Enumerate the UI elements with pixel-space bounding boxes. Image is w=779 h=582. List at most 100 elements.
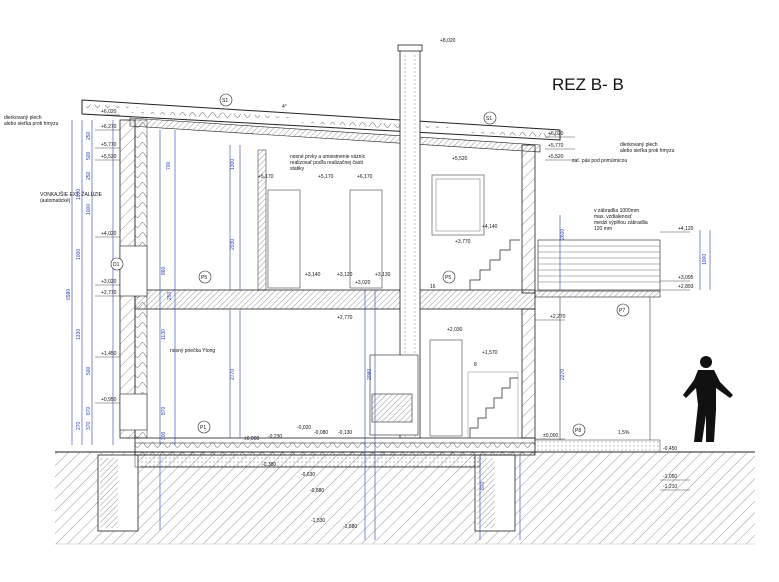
svg-text:-0,450: -0,450	[663, 446, 677, 452]
svg-text:±0,000: ±0,000	[543, 433, 558, 439]
railing-lines	[538, 245, 660, 283]
svg-text:v zábradlia 1000mm: v zábradlia 1000mm	[594, 208, 639, 214]
marker-s1-right: S1	[486, 116, 492, 122]
walls	[119, 119, 536, 439]
svg-text:+3,095: +3,095	[678, 275, 694, 281]
stairs	[467, 239, 520, 439]
svg-text:-0,020: -0,020	[297, 425, 311, 431]
svg-text:dierkovaný plech: dierkovaný plech	[4, 115, 42, 121]
dimension-lines	[71, 120, 711, 540]
svg-text:statiky: statiky	[290, 166, 305, 172]
svg-text:1000: 1000	[76, 189, 82, 200]
svg-text:-0,080: -0,080	[314, 430, 328, 436]
svg-text:(automatické): (automatické)	[40, 198, 71, 204]
svg-text:+3,140: +3,140	[305, 272, 321, 278]
svg-text:+2,270: +2,270	[550, 314, 566, 320]
svg-text:nosné prvky a umiestnenie väzn: nosné prvky a umiestnenie väzníc	[290, 154, 366, 160]
marker-p1: P1	[200, 425, 206, 431]
svg-text:VONKAJŠIE EXT. ŽALÚZIE: VONKAJŠIE EXT. ŽALÚZIE	[40, 190, 103, 198]
svg-text:+1,450: +1,450	[101, 351, 117, 357]
svg-text:2080: 2080	[367, 369, 373, 380]
marker-d1: D1	[113, 262, 120, 268]
svg-text:+5,520: +5,520	[101, 154, 117, 160]
openings	[257, 149, 485, 437]
svg-text:dierkovaný plech: dierkovaný plech	[620, 142, 658, 148]
roof-angle: 4°	[282, 104, 287, 110]
svg-text:+3,020: +3,020	[355, 280, 371, 286]
note-shutter: VONKAJŠIE EXT. ŽALÚZIE (automatické)	[40, 190, 103, 204]
svg-text:max. vzdialenosť: max. vzdialenosť	[594, 214, 632, 220]
marker-s1-left: S1	[222, 98, 228, 104]
svg-text:-1,530: -1,530	[311, 518, 325, 524]
interior-dims: 700 1300 2030 2770 2080 250 2270 2600 10…	[166, 159, 708, 490]
svg-text:120 mm: 120 mm	[594, 226, 612, 232]
person-silhouette	[683, 356, 733, 442]
interior-level-labels: +5,170 +5,170 +6,170 +5,520 +4,140 +3,77…	[244, 156, 498, 530]
top-level-label: +8,020	[440, 38, 456, 44]
roof	[81, 99, 561, 153]
svg-text:-1,210: -1,210	[663, 484, 677, 490]
svg-text:270: 270	[76, 421, 82, 430]
stair-mark: 16	[430, 284, 436, 290]
svg-text:300: 300	[161, 431, 167, 440]
section-markers	[110, 93, 630, 437]
svg-text:-1,880: -1,880	[343, 524, 357, 530]
marker-p8: P8	[575, 428, 581, 434]
svg-text:1000: 1000	[76, 249, 82, 260]
svg-text:+5,520: +5,520	[548, 154, 564, 160]
ground-floor-slab	[134, 437, 536, 456]
svg-text:+5,170: +5,170	[318, 174, 334, 180]
svg-text:+5,770: +5,770	[548, 143, 564, 149]
svg-text:250: 250	[86, 171, 92, 180]
svg-text:+4,140: +4,140	[482, 224, 498, 230]
note-cornice: zať. pás pod pomúrnicou	[572, 158, 627, 164]
svg-text:2270: 2270	[560, 369, 566, 380]
svg-text:+2,770: +2,770	[337, 315, 353, 321]
terrace	[537, 239, 661, 440]
svg-text:+6,020: +6,020	[101, 109, 117, 115]
chimney	[369, 44, 423, 439]
svg-text:-0,630: -0,630	[301, 472, 315, 478]
svg-text:250: 250	[167, 291, 173, 300]
svg-text:+6,020: +6,020	[548, 131, 564, 137]
svg-text:±0,000: ±0,000	[244, 436, 259, 442]
svg-text:1000: 1000	[702, 254, 708, 265]
svg-text:realizovať podľa realizačnej č: realizovať podľa realizačnej časti	[290, 160, 363, 166]
level-leaders	[95, 114, 690, 491]
svg-text:+4,020: +4,020	[101, 231, 117, 237]
svg-text:alebo sieťka proti hmyzu: alebo sieťka proti hmyzu	[620, 148, 675, 154]
svg-text:medzi výplňou zábradlia: medzi výplňou zábradlia	[594, 220, 648, 226]
svg-text:+1,570: +1,570	[482, 350, 498, 356]
svg-text:1130: 1130	[161, 329, 167, 340]
svg-text:2600: 2600	[560, 229, 566, 240]
left-level-labels: +6,020 +6,270 +5,770 +5,520 +4,020 +3,02…	[101, 109, 117, 403]
svg-text:250: 250	[86, 131, 92, 140]
svg-text:-1,050: -1,050	[663, 474, 677, 480]
svg-text:6580: 6580	[66, 289, 72, 300]
marker-p7: P7	[619, 308, 625, 314]
slope-label: 1,5%	[618, 430, 630, 436]
svg-text:860: 860	[161, 266, 167, 275]
svg-text:1300: 1300	[230, 159, 236, 170]
svg-text:-0,130: -0,130	[338, 430, 352, 436]
note-beams: nosné prvky a umiestnenie väzníc realizo…	[290, 154, 366, 172]
note-right-roof: dierkovaný plech alebo sieťka proti hmyz…	[620, 142, 675, 154]
marker-p5-left: P5	[201, 275, 207, 281]
svg-text:500: 500	[86, 366, 92, 375]
stair-mark-lower: 8	[474, 362, 477, 368]
svg-text:+0,950: +0,950	[101, 397, 117, 403]
svg-text:-0,230: -0,230	[268, 434, 282, 440]
svg-text:+3,130: +3,130	[375, 272, 391, 278]
svg-text:+4,120: +4,120	[678, 226, 694, 232]
middle-slab	[134, 289, 661, 310]
svg-text:-0,380: -0,380	[262, 462, 276, 468]
svg-text:+5,520: +5,520	[452, 156, 468, 162]
right-level-labels: +6,020 +5,770 +5,520 +4,120 +3,095 +2,89…	[543, 131, 694, 490]
svg-text:700: 700	[166, 161, 172, 170]
svg-text:1330: 1330	[76, 329, 82, 340]
svg-text:+2,030: +2,030	[447, 327, 463, 333]
drawing-title: REZ B- B	[552, 75, 624, 94]
svg-text:870: 870	[161, 406, 167, 415]
